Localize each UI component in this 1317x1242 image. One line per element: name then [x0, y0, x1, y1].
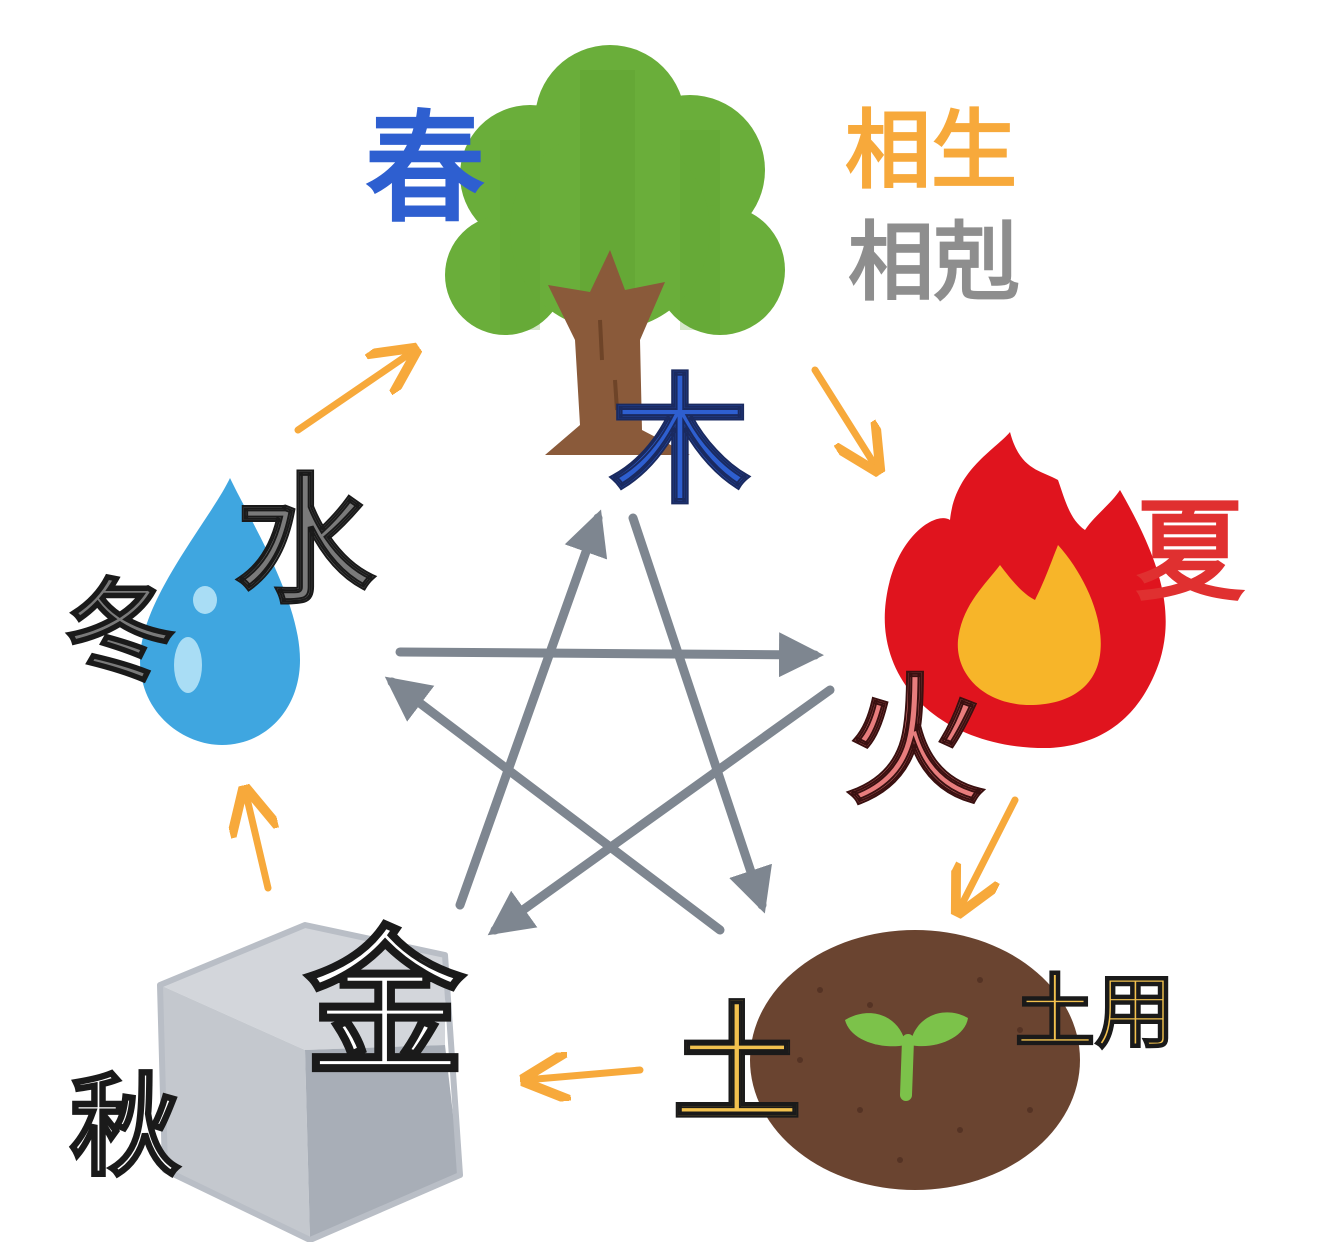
arrow-earth-to-water	[384, 676, 725, 935]
element-water: 水	[235, 461, 376, 624]
arrow-fire-to-earth	[958, 796, 1019, 912]
season-winter: 冬	[65, 568, 175, 696]
flame-icon	[884, 432, 1166, 749]
overcoming-arrows	[384, 509, 835, 936]
arrow-metal-to-water	[245, 790, 268, 892]
arrow-water-to-wood	[294, 350, 415, 434]
arrow-water-to-fire	[395, 632, 824, 678]
arrow-wood-to-fire	[811, 366, 878, 470]
generation-arrows	[245, 350, 1019, 1080]
season-autumn: 秋	[70, 1063, 180, 1191]
tree-leaves	[445, 45, 785, 350]
sprout	[845, 1012, 968, 1101]
tree-trunk	[545, 250, 690, 455]
arrow-earth-to-metal	[525, 1070, 644, 1080]
arrow-metal-to-wood	[455, 509, 608, 910]
soil-sprout-icon	[750, 930, 1080, 1190]
element-fire: 火	[845, 661, 985, 824]
arrow-fire-to-metal	[487, 685, 835, 936]
tree-icon	[445, 45, 785, 455]
season-summer: 夏	[1135, 488, 1246, 616]
season-doyo: 土用	[1015, 966, 1175, 1059]
water-drop-icon	[140, 478, 300, 745]
element-metal: 金	[304, 911, 466, 1098]
element-wood: 木	[610, 361, 750, 524]
arrow-wood-to-earth	[628, 513, 772, 914]
legend-generation: 相生	[845, 101, 1017, 201]
metal-cube-icon	[157, 922, 463, 1242]
legend-overcoming: 相剋	[848, 213, 1020, 313]
element-earth: 土	[672, 989, 802, 1141]
season-spring: 春	[365, 100, 485, 239]
